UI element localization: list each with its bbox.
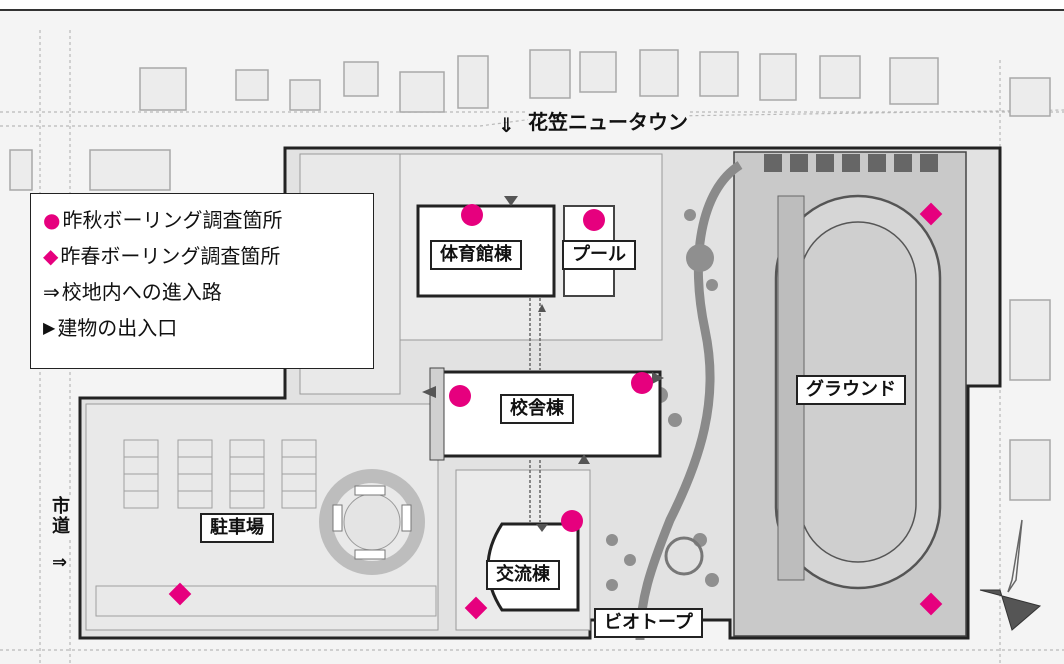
boring-diamond-exchange <box>464 596 488 620</box>
legend-text: 昨春ボーリング調査箇所 <box>60 244 281 268</box>
ground-label: グラウンド <box>796 375 906 405</box>
spring-boring-markers <box>168 202 943 620</box>
city-road-arrow: ⇒ <box>52 552 68 573</box>
map-legend: ● 昨秋ボーリング調査箇所 ◆ 昨春ボーリング調査箇所 ⇒ 校地内への進入路 ▶… <box>30 193 374 369</box>
boring-diamond-ground-south <box>919 592 943 616</box>
city-road-label: 市道 <box>52 496 72 537</box>
top-border <box>0 0 1064 11</box>
pool-label: プール <box>562 240 636 270</box>
neighbour-houses <box>9 49 1051 501</box>
boring-circle-pool <box>583 209 605 231</box>
school-label: 校舎棟 <box>500 394 574 424</box>
boring-circle-school-west <box>449 385 471 407</box>
north-arrow <box>979 519 1042 631</box>
entrance-markers <box>422 196 664 532</box>
legend-text: 昨秋ボーリング調査箇所 <box>62 208 283 232</box>
exchange-label: 交流棟 <box>486 560 560 590</box>
legend-item-entry-route: ⇒ 校地内への進入路 <box>43 274 373 310</box>
roundabout <box>319 469 425 575</box>
parking-stalls <box>95 439 437 617</box>
boring-circle-exchange <box>561 510 583 532</box>
walking-path <box>635 161 743 641</box>
entry-arrow-icon: ⇒ <box>43 280 60 304</box>
gym-label: 体育館棟 <box>430 240 522 270</box>
legend-item-spring: ◆ 昨春ボーリング調査箇所 <box>43 238 373 274</box>
legend-text: 建物の出入口 <box>57 316 178 340</box>
school-west-wing <box>429 367 445 461</box>
boring-circle-icon: ● <box>43 208 61 232</box>
town-label: 花笠ニュータウン <box>528 110 688 134</box>
parking-label: 駐車場 <box>200 513 274 543</box>
town-arrow: ⇓ <box>498 113 515 137</box>
biotope-label: ビオトープ <box>594 608 703 638</box>
school-building-shape <box>440 370 662 458</box>
legend-item-entrance: ▶ 建物の出入口 <box>43 310 373 346</box>
biotope-pond <box>664 536 704 576</box>
legend-text: 校地内への進入路 <box>61 280 222 304</box>
legend-item-autumn: ● 昨秋ボーリング調査箇所 <box>43 202 373 238</box>
boring-diamond-icon: ◆ <box>43 244 59 268</box>
ground-benches <box>764 154 938 172</box>
entrance-triangle-icon: ▶ <box>43 318 56 337</box>
autumn-boring-markers <box>449 204 653 532</box>
boring-circle-gym <box>461 204 483 226</box>
boring-circle-school-east <box>631 372 653 394</box>
